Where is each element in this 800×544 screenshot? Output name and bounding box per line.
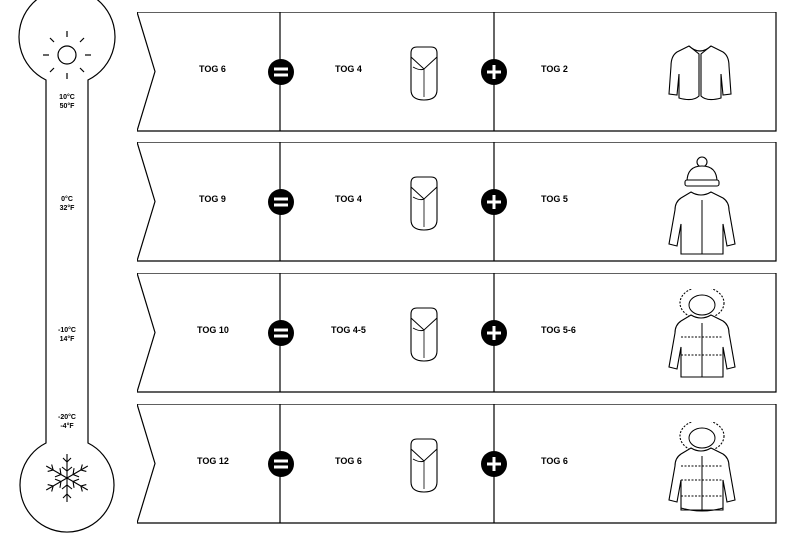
- equals-icon: [268, 59, 294, 85]
- fahrenheit-value: 14°F: [59, 336, 75, 343]
- sleeping-bag-icon: [410, 176, 438, 231]
- sleeping-bag-tog: TOG 4-5: [331, 325, 366, 335]
- thermometer: [0, 0, 140, 544]
- total-tog: TOG 12: [197, 456, 229, 466]
- plus-icon: [481, 451, 507, 477]
- tog-row-4: TOG 12 TOG 6 TOG 6: [137, 404, 777, 524]
- celsius-value: -20°C: [58, 414, 76, 421]
- clothing-tog: TOG 6: [541, 456, 568, 466]
- equals-icon: [268, 451, 294, 477]
- fahrenheit-value: 32°F: [59, 205, 75, 212]
- puffer-jacket-icon: [668, 289, 736, 378]
- tog-row-1: TOG 6 TOG 4 TOG 2: [137, 12, 777, 132]
- celsius-value: 0°C: [61, 196, 73, 203]
- fahrenheit-value: -4°F: [60, 423, 74, 430]
- sleeping-bag-tog: TOG 4: [335, 64, 362, 74]
- total-tog: TOG 9: [199, 194, 226, 204]
- equals-icon: [268, 320, 294, 346]
- total-tog: TOG 6: [199, 64, 226, 74]
- plus-icon: [481, 320, 507, 346]
- plus-icon: [481, 189, 507, 215]
- temperature-label-minus20c: -20°C -4°F: [37, 413, 97, 431]
- total-tog: TOG 10: [197, 325, 229, 335]
- jacket-with-hat-icon: [668, 156, 736, 255]
- celsius-value: -10°C: [58, 327, 76, 334]
- sleeping-bag-icon: [410, 46, 438, 101]
- celsius-value: 10°C: [59, 94, 75, 101]
- sleeping-bag-icon: [410, 307, 438, 362]
- equals-icon: [268, 189, 294, 215]
- sleeping-bag-tog: TOG 6: [335, 456, 362, 466]
- plus-icon: [481, 59, 507, 85]
- snowflake-icon: [43, 454, 91, 503]
- sleeping-bag-tog: TOG 4: [335, 194, 362, 204]
- clothing-tog: TOG 5: [541, 194, 568, 204]
- temperature-label-0c: 0°C 32°F: [37, 195, 97, 213]
- sleeping-bag-icon: [410, 438, 438, 493]
- puffer-coat-icon: [668, 422, 736, 512]
- clothing-tog: TOG 5-6: [541, 325, 576, 335]
- tog-row-2: TOG 9 TOG 4 TOG 5: [137, 142, 777, 262]
- clothing-tog: TOG 2: [541, 64, 568, 74]
- cardigan-icon: [668, 45, 732, 101]
- temperature-label-minus10c: -10°C 14°F: [37, 326, 97, 344]
- fahrenheit-value: 50°F: [59, 103, 75, 110]
- temperature-label-10c: 10°C 50°F: [37, 93, 97, 111]
- sun-icon: [43, 31, 91, 79]
- tog-row-3: TOG 10 TOG 4-5 TOG 5-6: [137, 273, 777, 393]
